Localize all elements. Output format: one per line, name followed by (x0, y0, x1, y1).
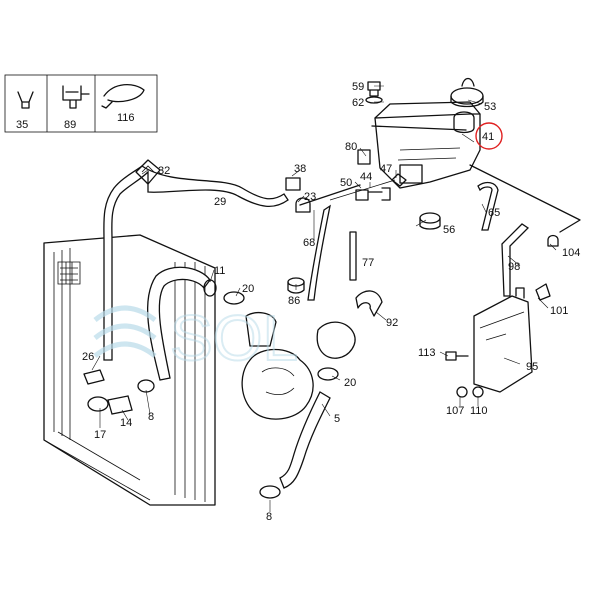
callout-86: 86 (288, 295, 300, 307)
callout-95: 95 (526, 361, 538, 373)
reservoir-95 (473, 287, 533, 393)
legend-label-1: 89 (64, 119, 76, 131)
expansion-tank (371, 101, 481, 189)
callout-107: 107 (446, 405, 464, 417)
callout-47: 47 (380, 163, 392, 175)
callout-20b: 20 (344, 377, 356, 389)
plug-32 (135, 159, 161, 185)
callout-14: 14 (120, 417, 132, 429)
cable-tie-icon (101, 84, 145, 109)
callout-50: 50 (340, 177, 352, 189)
highlight-circle (475, 122, 503, 150)
double-clip-icon (62, 85, 90, 109)
callout-80: 80 (345, 141, 357, 153)
callout-32: 32 (158, 165, 170, 177)
callout-56: 56 (443, 224, 455, 236)
callout-26: 26 (82, 351, 94, 363)
legend-box: 35 89 116 (4, 74, 158, 133)
legend-label-2: 116 (117, 112, 135, 124)
callout-53: 53 (484, 101, 496, 113)
clip-icon (17, 91, 34, 109)
temp-sensor (355, 187, 391, 201)
callout-110: 110 (470, 405, 488, 417)
callout-8b: 8 (266, 511, 272, 523)
callout-98: 98 (508, 261, 520, 273)
callout-17: 17 (94, 429, 106, 441)
watermark-text: SOL (170, 302, 298, 374)
watermark: SOL (93, 301, 299, 375)
callout-38: 38 (294, 163, 306, 175)
legend-label-0: 35 (16, 119, 28, 131)
callout-44: 44 (360, 171, 372, 183)
callout-65: 65 (488, 207, 500, 219)
callout-62: 62 (352, 97, 364, 109)
hose-29 (103, 165, 289, 361)
callout-77: 77 (362, 257, 374, 269)
callout-68: 68 (303, 237, 315, 249)
grommet-38 (285, 177, 301, 191)
callout-101: 101 (550, 305, 568, 317)
callout-labels: 59 62 53 41 80 38 50 44 47 32 29 23 65 5… (82, 81, 580, 523)
callout-92: 92 (386, 317, 398, 329)
callout-104: 104 (562, 247, 580, 259)
callout-5: 5 (334, 413, 340, 425)
callout-11: 11 (214, 265, 225, 277)
callout-23: 23 (304, 191, 316, 203)
grommet-56 (419, 212, 441, 230)
radiator (43, 234, 216, 506)
water-pump (241, 311, 356, 420)
callout-41: 41 (482, 131, 494, 143)
callout-113: 113 (418, 347, 436, 359)
radiator-cap (450, 77, 484, 108)
callout-29: 29 (214, 196, 226, 208)
callout-20a: 20 (242, 283, 254, 295)
bolt-59 (365, 81, 383, 104)
callout-8a: 8 (148, 411, 154, 423)
callout-59: 59 (352, 81, 364, 93)
